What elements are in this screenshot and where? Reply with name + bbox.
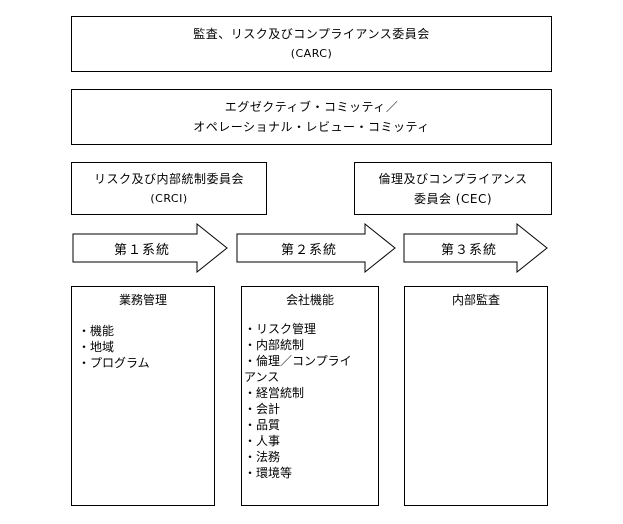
internal-audit-title: 内部監査 [451, 293, 500, 307]
list-item: ・人事 [244, 434, 281, 448]
list-item: ・環境等 [244, 466, 293, 480]
list-item: ・機能 [78, 324, 115, 338]
list-item: ・内部統制 [244, 338, 305, 352]
corporate-functions-title: 会社機能 [285, 293, 334, 307]
carc-abbrev: (CARC) [290, 47, 333, 60]
list-item: ・プログラム [78, 356, 150, 370]
cec-title: 倫理及びコンプライアンス [378, 171, 528, 186]
crci-abbrev: (CRCI) [150, 191, 188, 205]
executive-committee-box: エグゼクティブ・コミッティ／ オペレーショナル・レビュー・コミッティ [71, 89, 552, 145]
corporate-functions-list: ・リスク管理 ・内部統制 ・倫理／コンプライ アンス ・経営統制 ・会計 ・品質… [244, 321, 376, 481]
list-item: ・法務 [244, 450, 281, 464]
corporate-functions-column: 会社機能 ・リスク管理 ・内部統制 ・倫理／コンプライ アンス ・経営統制 ・会… [241, 286, 379, 506]
list-item: ・倫理／コンプライ [244, 354, 352, 368]
operations-management-title: 業務管理 [118, 293, 167, 307]
carc-title: 監査、リスク及びコンプライアンス委員会 [193, 27, 430, 41]
line-1-label: 第１系統 [113, 242, 170, 258]
line-3-arrow: 第３系統 [403, 223, 548, 273]
carc-box: 監査、リスク及びコンプライアンス委員会 (CARC) [71, 16, 552, 72]
internal-audit-column: 内部監査 [404, 286, 548, 506]
crci-box: リスク及び内部統制委員会 (CRCI) [71, 162, 267, 215]
executive-committee-title: エグゼクティブ・コミッティ／ [224, 100, 399, 114]
list-item: ・会計 [244, 402, 281, 416]
cec-box: 倫理及びコンプライアンス 委員会 (CEC) [354, 162, 552, 215]
list-item: ・地域 [78, 340, 115, 354]
list-item: アンス [244, 370, 280, 384]
crci-title: リスク及び内部統制委員会 [93, 171, 244, 186]
cec-committee: 委員会 (CEC) [413, 191, 493, 206]
line-2-arrow: 第２系統 [236, 223, 396, 273]
operational-review-title: オペレーショナル・レビュー・コミッティ [193, 120, 430, 134]
list-item: ・経営統制 [244, 386, 305, 400]
line-1-arrow: 第１系統 [72, 223, 228, 273]
line-3-label: 第３系統 [440, 242, 497, 258]
list-item: ・品質 [244, 418, 281, 432]
operations-management-list: ・機能 ・地域 ・プログラム [78, 323, 212, 371]
line-2-label: 第２系統 [280, 242, 337, 258]
list-item: ・リスク管理 [244, 322, 317, 336]
operations-management-column: 業務管理 ・機能 ・地域 ・プログラム [71, 286, 215, 506]
